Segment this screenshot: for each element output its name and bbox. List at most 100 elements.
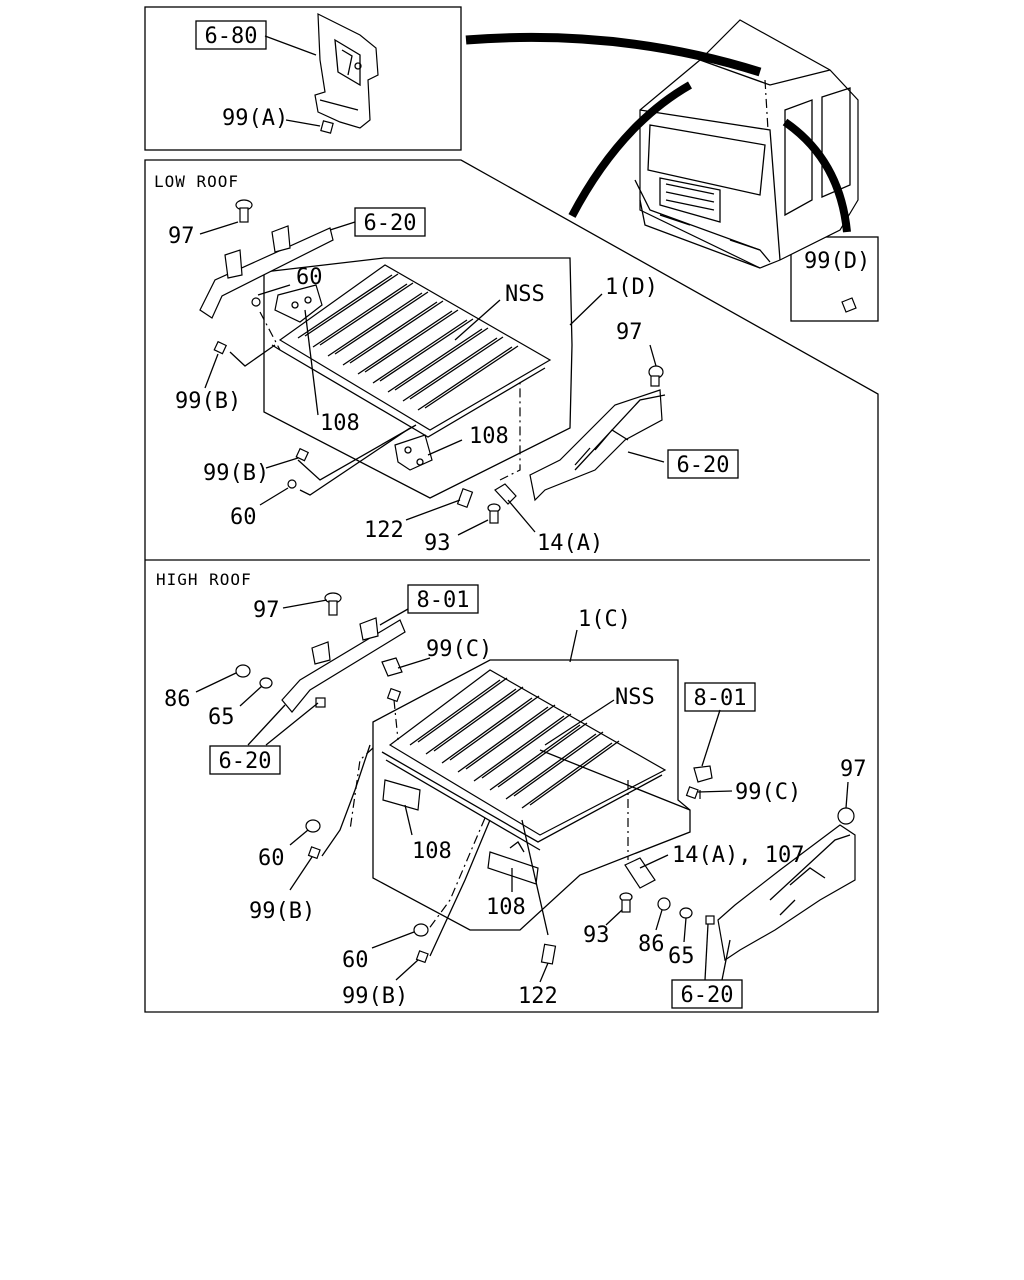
high-washer-65a — [259, 677, 273, 689]
high-clip-99b2 — [415, 950, 429, 964]
label-high-108b: 108 — [486, 895, 526, 920]
label-99d: 99(D) — [804, 249, 870, 274]
label-high-65a: 65 — [208, 705, 235, 730]
ref-8-01-high-rear: 8-01 — [694, 686, 747, 711]
label-low-14a: 14(A) — [537, 531, 603, 556]
ref-6-20-low-front: 6-20 — [364, 211, 417, 236]
ref-6-80: 6-80 — [205, 24, 258, 49]
high-rear-trim — [717, 824, 856, 962]
high-bracket-108a — [382, 779, 421, 811]
low-roof-panel — [278, 264, 552, 431]
bracket-6-80 — [314, 13, 379, 134]
low-roof-assembly — [199, 199, 666, 524]
inset-99d-frame — [790, 236, 879, 322]
label-high-99c2: 99(C) — [735, 780, 801, 805]
ref-6-20-low-rear: 6-20 — [677, 453, 730, 478]
label-low-108a: 108 — [320, 411, 360, 436]
ref-8-01-high-front: 8-01 — [417, 588, 470, 613]
label-high-97b: 97 — [840, 757, 867, 782]
low-screw-93 — [487, 503, 501, 524]
high-plug-60a — [305, 819, 321, 833]
high-front-trim — [281, 619, 406, 713]
high-clip-99b1 — [307, 846, 321, 860]
label-high-93: 93 — [583, 923, 610, 948]
high-roof-panel — [388, 669, 667, 836]
label-low-60a: 60 — [296, 265, 323, 290]
low-front-trim — [199, 227, 334, 319]
high-clip-99c2a — [693, 765, 713, 783]
label-high-65b: 65 — [668, 944, 695, 969]
low-plug-60b — [287, 479, 297, 489]
high-roof-ribs — [409, 677, 620, 809]
high-leaders — [195, 599, 849, 983]
label-high-99b1: 99(B) — [249, 899, 315, 924]
low-bolt-97b — [648, 365, 664, 387]
label-high-nss: NSS — [615, 685, 655, 710]
low-roof-outline — [263, 257, 573, 499]
high-bolt-97a — [324, 592, 342, 616]
label-low-108b: 108 — [469, 424, 509, 449]
label-high-108a: 108 — [412, 839, 452, 864]
high-screw-93 — [619, 892, 633, 913]
clip-99a — [320, 120, 334, 134]
low-bracket-108a — [274, 284, 323, 323]
label-high-86b: 86 — [638, 932, 665, 957]
low-rear-trim — [529, 389, 663, 502]
section-low-roof: LOW ROOF — [154, 172, 239, 191]
label-high-99c1: 99(C) — [426, 637, 492, 662]
label-low-97b: 97 — [616, 320, 643, 345]
low-bolt-97a — [235, 199, 253, 223]
label-high-1c: 1(C) — [578, 607, 631, 632]
high-plug-60b — [413, 923, 429, 937]
label-high-122: 122 — [518, 984, 558, 1009]
label-low-93: 93 — [424, 531, 451, 556]
label-high-86a: 86 — [164, 687, 191, 712]
high-washer-86a — [235, 664, 251, 678]
low-plug-60a — [251, 297, 261, 307]
high-clip-99c2b — [685, 786, 699, 800]
reference-boxes: 6-80 6-20 6-20 8-01 8-01 6-20 6-20 — [195, 20, 756, 1009]
label-low-122: 122 — [364, 518, 404, 543]
low-clip-99b2 — [295, 447, 310, 462]
label-low-99b1: 99(B) — [175, 389, 241, 414]
low-bracket-108b — [394, 434, 433, 471]
ref-6-20-high-front: 6-20 — [219, 749, 272, 774]
label-low-97a: 97 — [168, 224, 195, 249]
truck-cab-illustration — [634, 19, 859, 269]
high-pad-122 — [540, 943, 557, 965]
high-clip-99c1b — [386, 687, 402, 703]
high-clip-620b — [705, 915, 715, 925]
high-roof-assembly — [235, 592, 856, 965]
low-pad-122 — [456, 488, 474, 508]
low-clip-99b1 — [213, 340, 228, 355]
callout-arcs — [465, 32, 851, 233]
high-washer-65b — [679, 907, 693, 919]
label-low-99b2: 99(B) — [203, 461, 269, 486]
label-high-60b: 60 — [342, 948, 369, 973]
high-clip-99c1a — [381, 657, 403, 677]
low-roof-ribs — [297, 273, 519, 411]
high-clip-14a — [624, 857, 656, 889]
label-low-1d: 1(D) — [605, 275, 658, 300]
label-high-60a: 60 — [258, 846, 285, 871]
high-bolt-97b — [837, 807, 855, 825]
high-clip-620 — [315, 697, 326, 708]
section-high-roof: HIGH ROOF — [156, 570, 252, 589]
clip-99d — [841, 297, 857, 313]
high-washer-86b — [657, 897, 671, 911]
low-leaders — [199, 35, 665, 536]
label-high-97a: 97 — [253, 598, 280, 623]
top-inset-frame — [144, 6, 462, 151]
frames — [144, 6, 879, 1013]
label-low-60b: 60 — [230, 505, 257, 530]
high-roof-outline — [372, 659, 691, 931]
main-frame — [144, 159, 879, 1013]
label-low-nss: NSS — [505, 282, 545, 307]
label-99a: 99(A) — [222, 106, 288, 131]
label-high-14a-107: 14(A), 107 — [672, 843, 804, 868]
label-high-99b2: 99(B) — [342, 984, 408, 1009]
part-labels: 99(A) 99(D) 97 60 NSS 1(D) 97 99(B) 108 … — [164, 106, 870, 1009]
low-clip-14a — [494, 483, 517, 505]
ref-6-20-high-rear: 6-20 — [681, 983, 734, 1008]
